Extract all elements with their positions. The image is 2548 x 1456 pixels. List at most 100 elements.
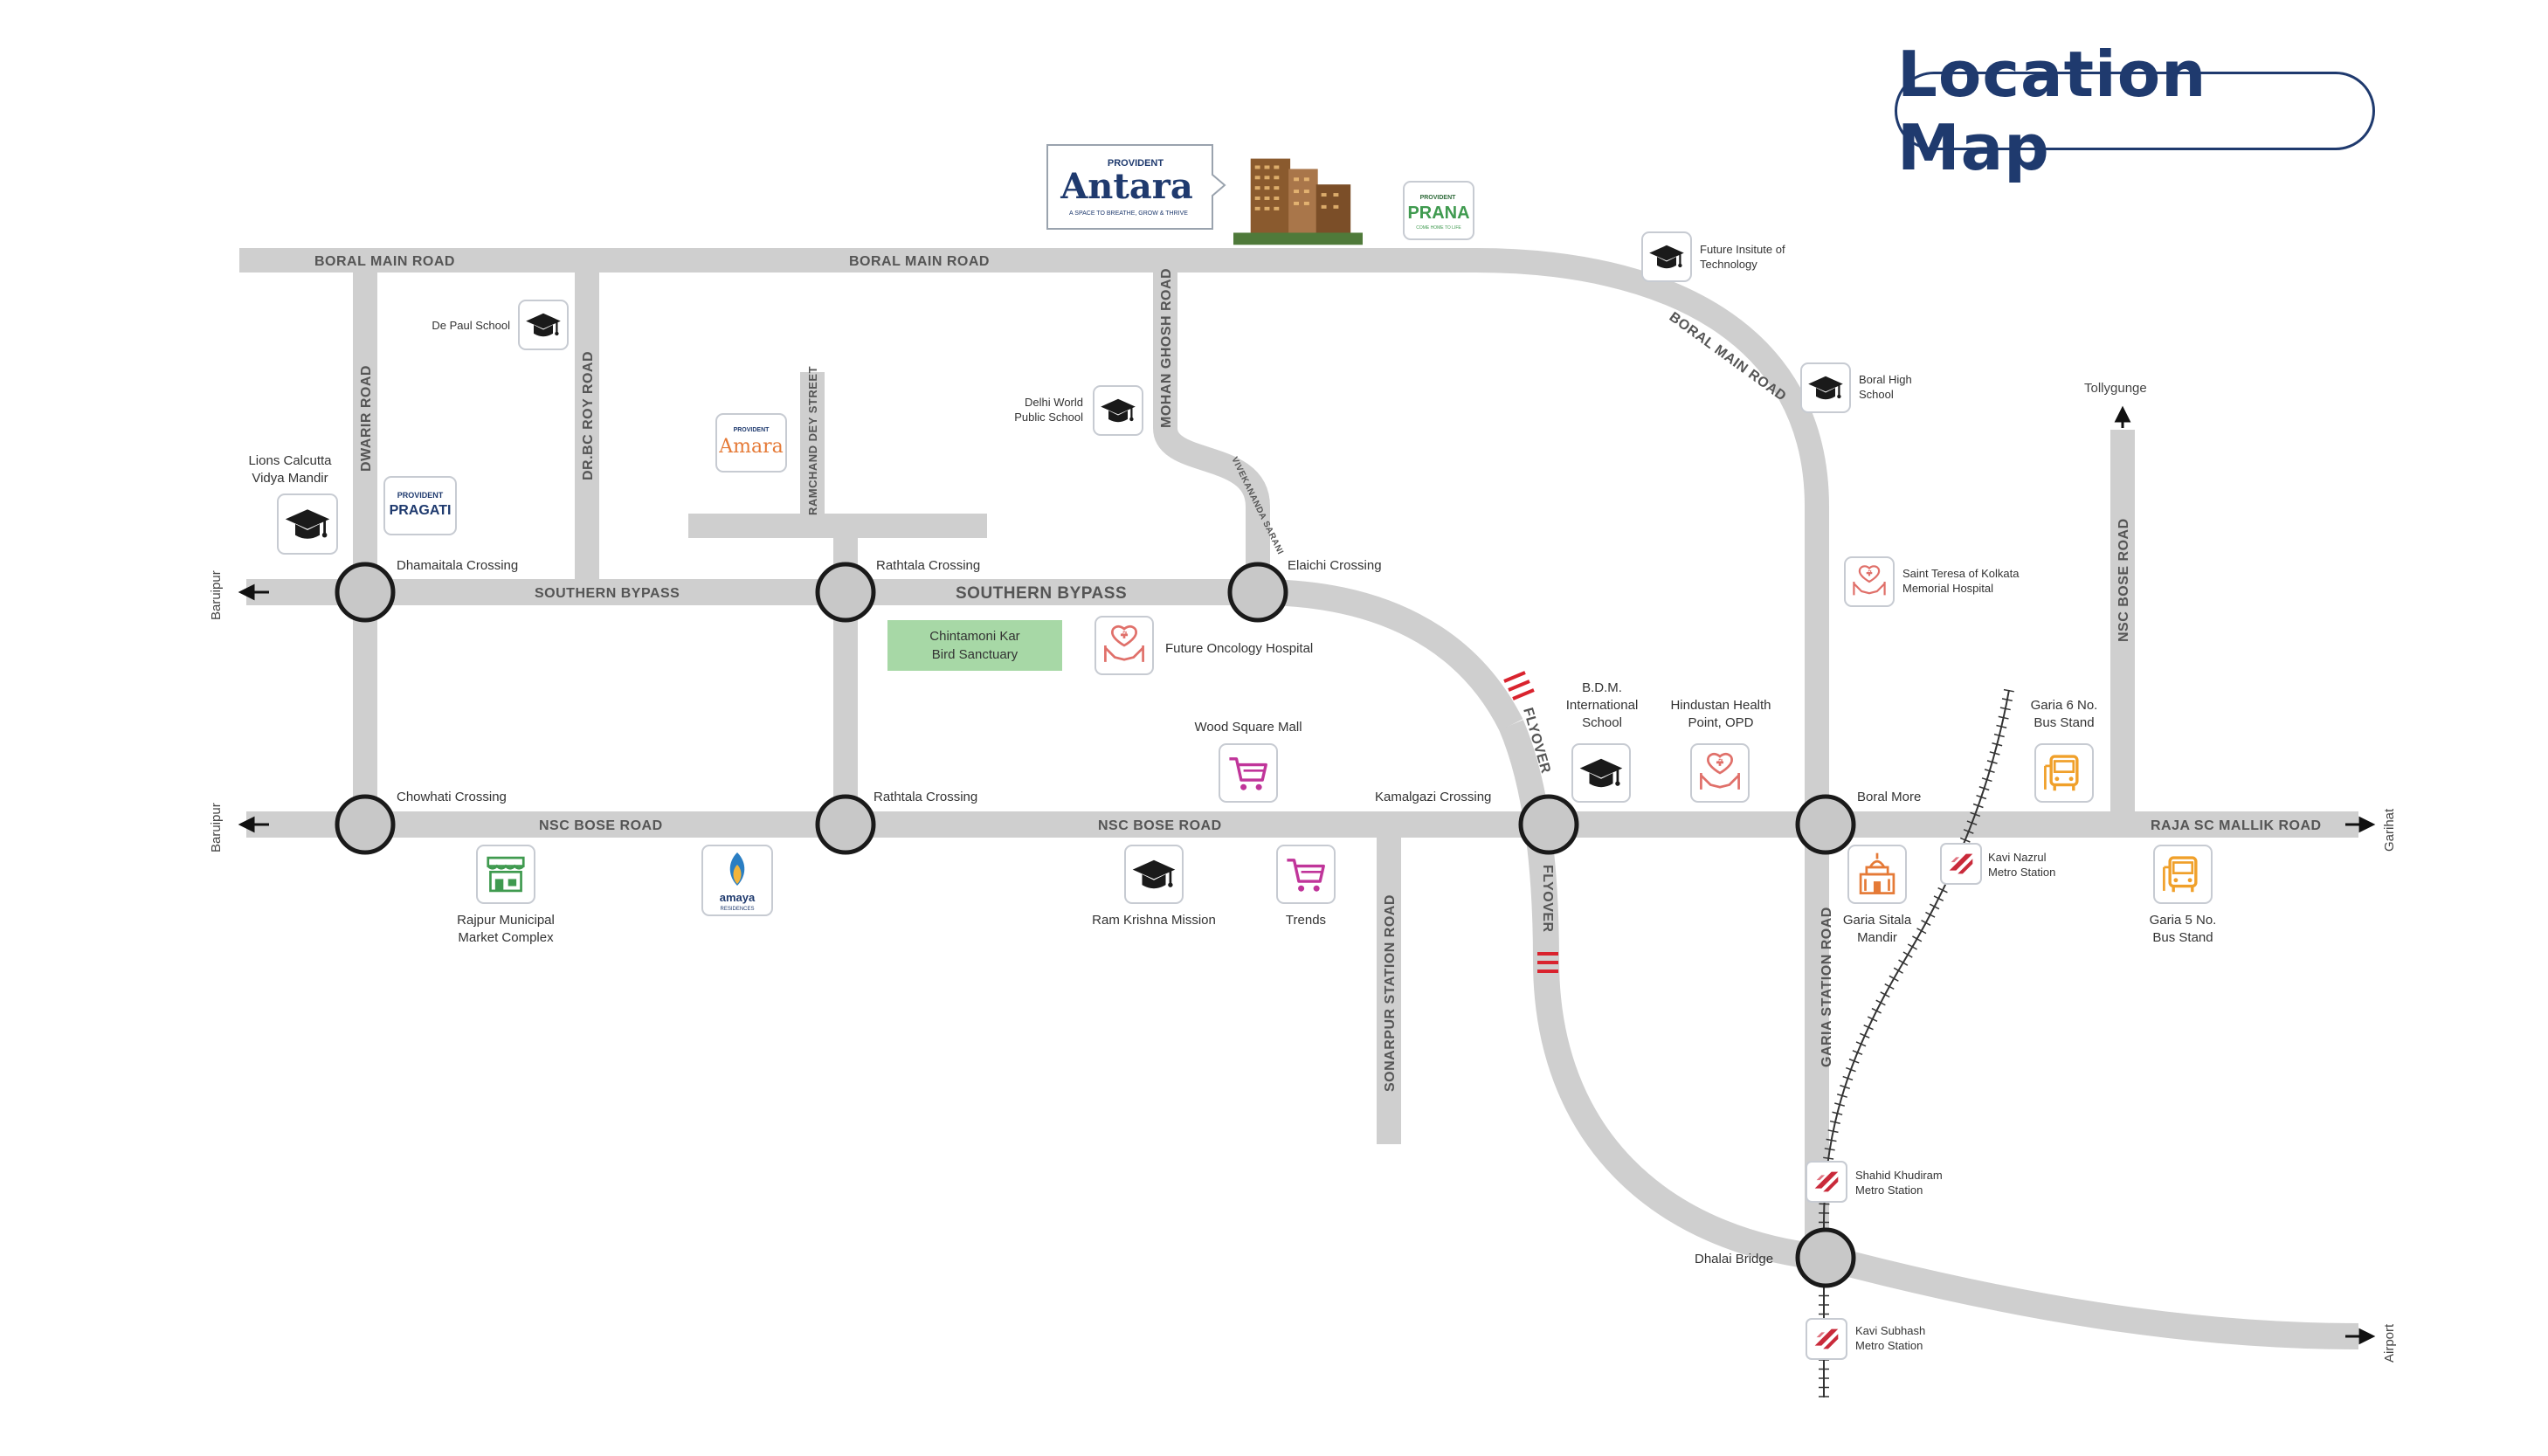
label-garia-station: GARIA STATION ROAD	[1820, 907, 1834, 1067]
boral-main-road	[239, 248, 1829, 1245]
label-garia6-1: Garia 6 No.	[2031, 698, 2098, 713]
pragati-logo: PRΟVIDENT PRAGATI	[383, 476, 457, 535]
label-shahid-2: Metro Station	[1855, 1183, 1923, 1197]
label-hindustan-2: Point, OPD	[1688, 715, 1753, 730]
poi-delhi-world: Delhi World Public School	[1014, 385, 1143, 436]
label-rathtala-2: Rathtala Crossing	[874, 790, 977, 804]
label-wood-square: Wood Square Mall	[1194, 720, 1302, 735]
prana-name: PRANA	[1407, 204, 1469, 223]
node-dhalai-bridge	[1795, 1227, 1856, 1288]
pragati-name: PRAGATI	[390, 503, 452, 518]
antara-tagline: A SPACE TO BREATHE, GROW & THRIVE	[1069, 210, 1188, 217]
poi-kavi-subhash: Kavi Subhash Metro Station	[1806, 1318, 1925, 1360]
railway-line	[1819, 688, 2014, 1397]
label-delhi-world-1: Delhi World	[1025, 396, 1083, 409]
label-baruipur-2: Baruipur	[209, 803, 224, 852]
label-bdm-2: International	[1566, 698, 1639, 713]
label-drbc-roy-road: DR.BC ROY ROAD	[581, 351, 596, 480]
label-hindustan-1: Hindustan Health	[1670, 698, 1771, 713]
map-title-box: Location Map	[1895, 38, 2375, 184]
flyover	[1499, 720, 2359, 1349]
label-boral-high-1: Boral High	[1859, 373, 1912, 386]
label-baruipur-1: Baruipur	[209, 570, 224, 620]
node-elaichi	[1227, 562, 1288, 623]
node-dhamaitala	[335, 562, 396, 623]
label-boral-high-2: School	[1859, 388, 1894, 401]
label-flyover-2: FLYOVER	[1540, 865, 1555, 933]
label-lions-2: Vidya Mandir	[252, 471, 328, 486]
poi-boral-high: Boral High School	[1800, 362, 1912, 413]
poi-ram-krishna: Ram Krishna Mission	[1092, 845, 1216, 928]
label-sitala-1: Garia Sitala	[1843, 913, 1912, 928]
bird-sanctuary-area	[887, 620, 1062, 671]
poi-garia-sitala: Garia Sitala Mandir	[1843, 845, 1912, 945]
label-trends: Trends	[1286, 913, 1326, 928]
bird-sanctuary-label-1: Chintamoni Kar	[929, 629, 1019, 644]
poi-kavi-nazrul: Kavi Nazrul Metro Station	[1940, 843, 2055, 885]
poi-future-institute: Future Insitute of Technology	[1641, 231, 1785, 282]
crossing-labels: Dhamaitala Crossing Rathtala Crossing El…	[397, 558, 1921, 1266]
label-kavi-subhash-1: Kavi Subhash	[1855, 1324, 1925, 1337]
amara-name: Amara	[718, 436, 784, 458]
node-chowhati	[335, 794, 396, 855]
edge-labels: Baruipur Baruipur Garihat Airport Tollyg…	[209, 381, 2397, 1363]
map-title: Location Map	[1897, 38, 2207, 184]
node-rathtala-2	[815, 794, 876, 855]
amaya-logo: amaya RESIDENCES	[701, 845, 773, 916]
poi-lions-calcutta: Lions Calcutta Vidya Mandir	[248, 453, 338, 555]
poi-shahid-khudiram: Shahid Khudiram Metro Station	[1806, 1161, 1943, 1203]
poi-rajpur-market: Rajpur Municipal Market Complex	[457, 845, 555, 945]
label-southern-bypass-1: SOUTHERN BYPASS	[535, 586, 680, 601]
label-delhi-world-2: Public School	[1014, 411, 1083, 424]
poi-future-oncology: Future Oncology Hospital	[1094, 616, 1313, 675]
label-rajpur-1: Rajpur Municipal	[457, 913, 555, 928]
label-kavi-nazrul-1: Kavi Nazrul	[1988, 851, 2047, 864]
prana-logo: PRΟVIDENT PRANA COME HOME TO LIFE	[1403, 181, 1474, 240]
node-kamalgazi	[1518, 794, 1579, 855]
road-labels: BORAL MAIN ROAD BORAL MAIN ROAD BORAL MA…	[314, 254, 2322, 1092]
mohan-ghosh-road	[1153, 273, 1270, 592]
edge-arrows	[238, 405, 2376, 1345]
label-elaichi: Elaichi Crossing	[1288, 558, 1382, 573]
antara-building-image	[1233, 158, 1363, 245]
roads	[239, 248, 2359, 1349]
label-nsc-bose-vertical: NSC BOSE ROAD	[2116, 518, 2131, 642]
label-rathtala-1: Rathtala Crossing	[876, 558, 980, 573]
prana-tagline: COME HOME TO LIFE	[1416, 225, 1461, 231]
flyover-marks	[1503, 671, 1558, 973]
label-bdm-3: School	[1582, 715, 1622, 730]
label-southern-bypass-2: SOUTHERN BYPASS	[956, 584, 1127, 603]
label-de-paul: De Paul School	[432, 319, 510, 332]
label-sonarpur-station: SONARPUR STATION ROAD	[1383, 894, 1398, 1092]
amaya-sub: RESIDENCES	[720, 907, 754, 912]
label-ramchand-dey: RAMCHAND DEY STREET	[806, 366, 819, 515]
antara-prefix: PRΟVIDENT	[1108, 158, 1164, 169]
poi-trends: Trends	[1276, 845, 1336, 928]
node-rathtala-1	[815, 562, 876, 623]
antara-logo: PRΟVIDENT Antara A SPACE TO BREATHE, GRO…	[1046, 144, 1226, 230]
label-mohan-ghosh: MOHAN GHOSH ROAD	[1159, 268, 1174, 428]
label-chowhati: Chowhati Crossing	[397, 790, 507, 804]
label-kavi-nazrul-2: Metro Station	[1988, 866, 2055, 879]
label-raja-sc-mallik: RAJA SC MALLIK ROAD	[2151, 818, 2322, 833]
label-shahid-1: Shahid Khudiram	[1855, 1169, 1943, 1182]
poi-garia-5: Garia 5 No. Bus Stand	[2150, 845, 2216, 945]
poi-garia-6: Garia 6 No. Bus Stand	[2031, 698, 2098, 803]
crossings	[335, 562, 1856, 1288]
amaya-name: amaya	[720, 891, 756, 904]
poi-bdm-school: B.D.M. International School	[1566, 680, 1639, 803]
label-airport: Airport	[2382, 1323, 2397, 1363]
label-saint-teresa-1: Saint Teresa of Kolkata	[1902, 567, 2020, 580]
label-dhalai-bridge: Dhalai Bridge	[1695, 1252, 1773, 1266]
poi-saint-teresa: Saint Teresa of Kolkata Memorial Hospita…	[1844, 556, 2020, 607]
amara-logo: PRΟVIDENT Amara	[715, 413, 787, 473]
label-boral-main-mid: BORAL MAIN ROAD	[849, 254, 990, 269]
label-ram-krishna: Ram Krishna Mission	[1092, 913, 1216, 928]
label-kavi-subhash-2: Metro Station	[1855, 1339, 1923, 1352]
label-sitala-2: Mandir	[1857, 930, 1897, 945]
prana-prefix: PRΟVIDENT	[1420, 195, 1457, 201]
label-future-inst-1: Future Insitute of	[1700, 243, 1785, 256]
label-garihat: Garihat	[2382, 808, 2397, 852]
label-future-inst-2: Technology	[1700, 258, 1757, 271]
